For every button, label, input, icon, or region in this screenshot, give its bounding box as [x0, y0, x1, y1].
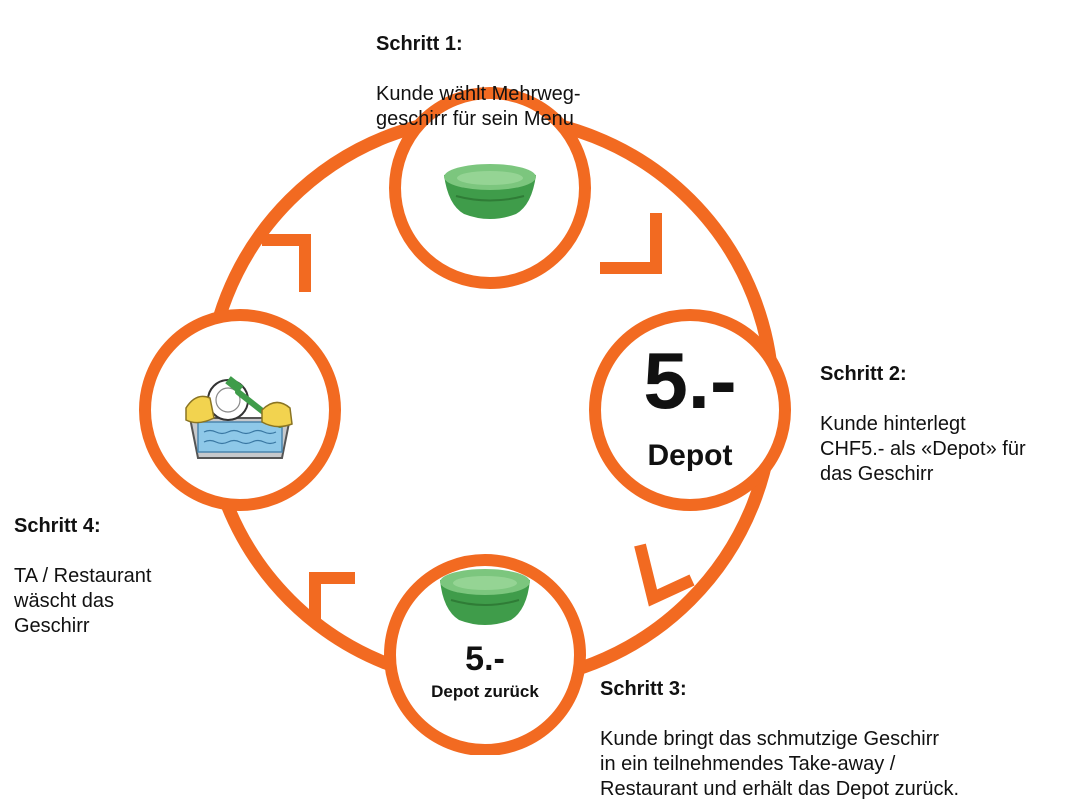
step2-circle	[589, 309, 791, 511]
step4-text: Schritt 4: TA / Restaurant wäscht das Ge…	[14, 489, 151, 639]
step2-title: Schritt 2:	[820, 363, 907, 385]
return-label: Depot zurück	[431, 682, 539, 701]
arrow-down-right	[600, 213, 662, 274]
step1-title: Schritt 1:	[376, 33, 463, 55]
arrow-bottom-right	[634, 543, 695, 607]
arrow-bottom-left	[309, 572, 355, 625]
depot-amount: 5.-	[643, 336, 737, 425]
step3-description: Kunde bringt das schmutzige Geschirr in …	[600, 728, 960, 800]
step1-text: Schritt 1: Kunde wählt Mehrweg- geschirr…	[376, 7, 581, 132]
return-amount: 5.-	[465, 640, 505, 678]
step3-title: Schritt 3:	[600, 678, 687, 700]
step1-description: Kunde wählt Mehrweg- geschirr für sein M…	[376, 83, 581, 130]
step4-title: Schritt 4:	[14, 515, 101, 537]
step3-text: Schritt 3: Kunde bringt das schmutzige G…	[600, 652, 959, 802]
bowl-icon	[440, 569, 530, 625]
reuse-cycle-diagram	[139, 87, 791, 755]
step3-circle	[384, 554, 586, 755]
bowl-icon	[444, 164, 536, 219]
dishwashing-icon	[185, 376, 293, 459]
step2-text: Schritt 2: Kunde hinterlegt CHF5.- als «…	[820, 337, 1026, 487]
step2-description: Kunde hinterlegt CHF5.- als «Depot» für …	[820, 413, 1026, 485]
step4-description: TA / Restaurant wäscht das Geschirr	[14, 565, 152, 637]
arrow-up-left	[262, 234, 311, 292]
depot-label: Depot	[647, 439, 733, 472]
